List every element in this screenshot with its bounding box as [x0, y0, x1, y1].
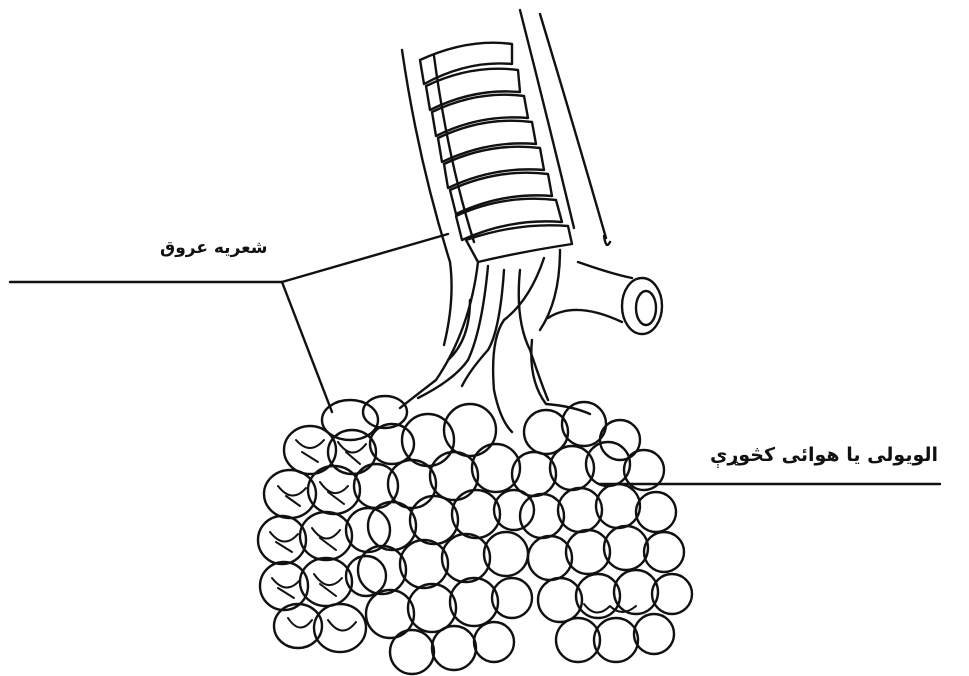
cartilage-rings: [420, 43, 562, 240]
bronchiole: [402, 10, 606, 345]
alveolar-sacs-middle: [358, 404, 534, 674]
capillary-network: [258, 396, 414, 652]
capillaries-label: شعریه عروق: [160, 238, 267, 258]
alveoli-label: الویولی یا هوائی کڅوړې: [710, 444, 938, 466]
alveolar-sacs-right: [512, 402, 692, 662]
alveolar-ducts: [400, 250, 560, 432]
blood-vessel: [531, 236, 662, 414]
